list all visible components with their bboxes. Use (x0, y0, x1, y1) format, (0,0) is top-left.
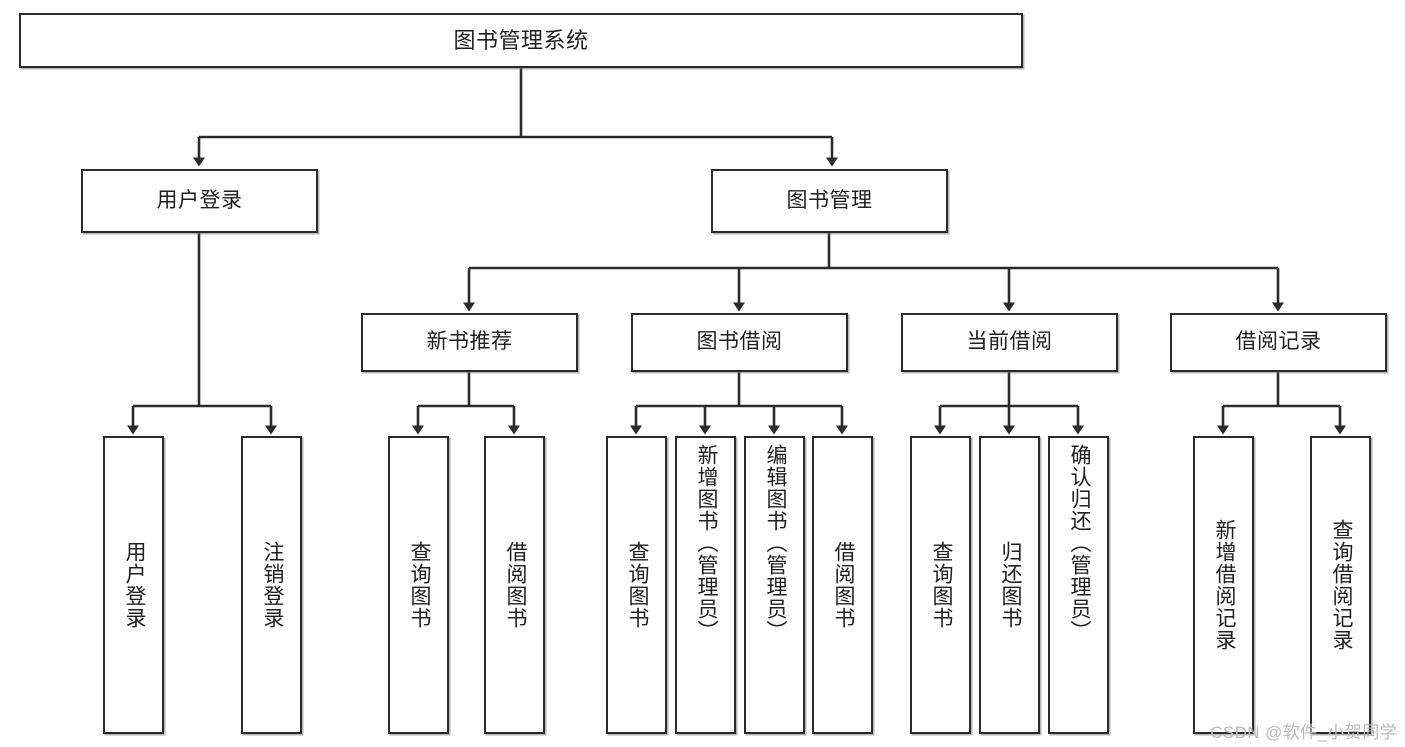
node-leaf-borrow-book-label: 借阅图书 (831, 541, 855, 629)
node-book-manage-label: 图书管理 (786, 188, 873, 212)
node-leaf-confirm-return-label: 确认归还（管理员） (1067, 444, 1091, 642)
node-leaf-query-record-label: 查询借阅记录 (1329, 519, 1353, 651)
node-leaf-user-login[interactable]: 用户登录 (103, 436, 164, 734)
node-leaf-add-record-label: 新增借阅记录 (1212, 519, 1236, 651)
node-new-book-recommend-label: 新书推荐 (426, 330, 513, 354)
node-leaf-query-book-borrow[interactable]: 查询图书 (606, 436, 667, 734)
node-leaf-borrow-book-rec[interactable]: 借阅图书 (484, 436, 545, 734)
node-user-login-label: 用户登录 (156, 188, 243, 212)
node-leaf-add-book[interactable]: 新增图书（管理员） (675, 436, 736, 734)
node-leaf-user-logout[interactable]: 注销登录 (241, 436, 302, 734)
node-leaf-return-book[interactable]: 归还图书 (979, 436, 1040, 734)
node-book-borrow[interactable]: 图书借阅 (631, 313, 848, 372)
node-borrow-record[interactable]: 借阅记录 (1170, 313, 1387, 372)
node-leaf-confirm-return[interactable]: 确认归还（管理员） (1048, 436, 1109, 734)
node-book-borrow-label: 图书借阅 (696, 330, 783, 354)
node-leaf-edit-book[interactable]: 编辑图书（管理员） (744, 436, 805, 734)
node-current-borrow-label: 当前借阅 (966, 330, 1053, 354)
node-leaf-query-book-borrow-label: 查询图书 (625, 541, 649, 629)
node-leaf-return-book-label: 归还图书 (998, 541, 1022, 629)
node-leaf-user-login-label: 用户登录 (122, 541, 146, 629)
node-leaf-user-logout-label: 注销登录 (260, 541, 284, 629)
node-book-manage[interactable]: 图书管理 (711, 169, 948, 233)
node-leaf-borrow-book[interactable]: 借阅图书 (812, 436, 873, 734)
node-leaf-query-record[interactable]: 查询借阅记录 (1310, 436, 1371, 734)
node-leaf-edit-book-label: 编辑图书（管理员） (763, 444, 787, 642)
node-leaf-borrow-book-rec-label: 借阅图书 (503, 541, 527, 629)
node-borrow-record-label: 借阅记录 (1235, 330, 1322, 354)
node-leaf-query-book-rec-label: 查询图书 (407, 541, 431, 629)
node-new-book-recommend[interactable]: 新书推荐 (361, 313, 578, 372)
node-user-login[interactable]: 用户登录 (81, 169, 318, 233)
csdn-watermark: CSDN @软件_小贺同学 (1210, 723, 1397, 742)
node-leaf-add-book-label: 新增图书（管理员） (694, 444, 718, 642)
node-leaf-query-book-rec[interactable]: 查询图书 (388, 436, 449, 734)
node-root[interactable]: 图书管理系统 (19, 13, 1023, 68)
node-leaf-add-record[interactable]: 新增借阅记录 (1193, 436, 1254, 734)
node-leaf-query-book-current[interactable]: 查询图书 (910, 436, 971, 734)
node-leaf-query-book-current-label: 查询图书 (929, 541, 953, 629)
node-current-borrow[interactable]: 当前借阅 (901, 313, 1118, 372)
node-root-label: 图书管理系统 (453, 27, 589, 53)
